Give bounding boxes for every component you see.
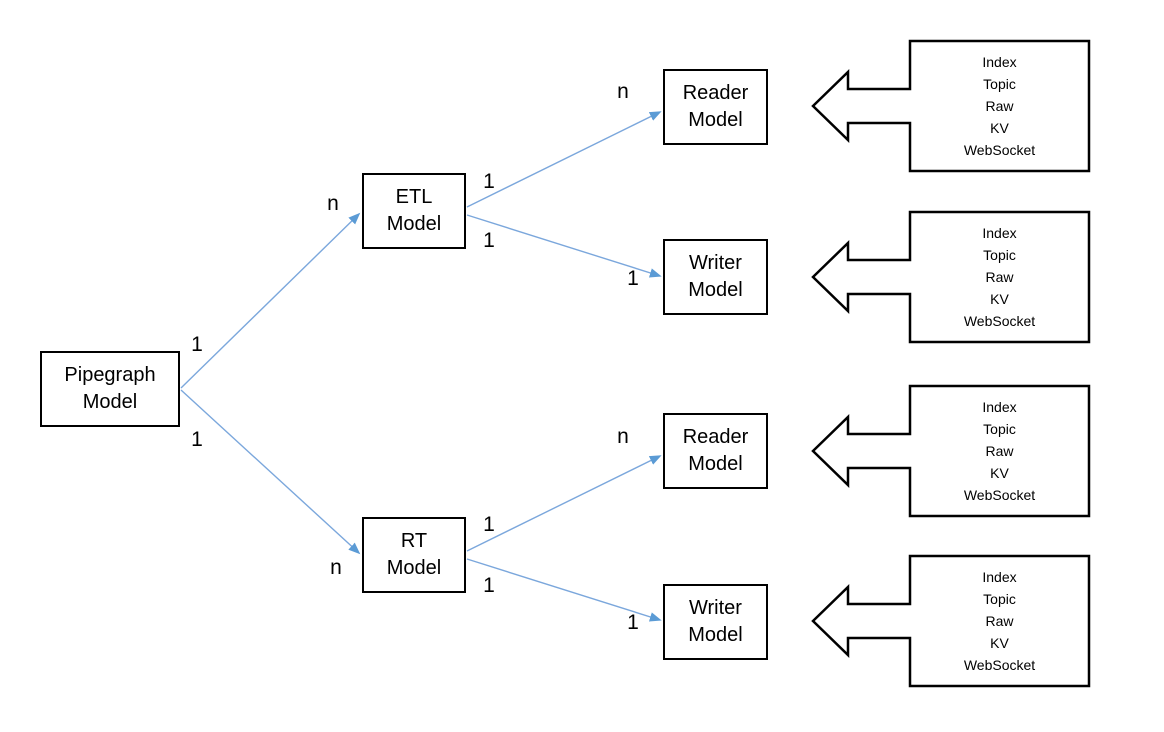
connector-rt-to-reader: [466, 455, 662, 552]
storage-item: Raw: [985, 613, 1014, 629]
storage-item: Topic: [983, 591, 1016, 607]
storage-item: WebSocket: [963, 142, 1036, 158]
storage-item: KV: [990, 291, 1009, 307]
storage-list-rt-writer: Index Topic Raw KV WebSocket: [910, 556, 1089, 686]
node-pipegraph-model: Pipegraph Model: [40, 351, 180, 427]
storage-item: WebSocket: [963, 657, 1036, 673]
storage-item: Index: [982, 54, 1017, 70]
storage-item: Topic: [983, 76, 1016, 92]
storage-list-rt-reader: Index Topic Raw KV WebSocket: [910, 386, 1089, 516]
storage-item: Raw: [985, 98, 1014, 114]
edge-label-rt-writer-target: 1: [627, 611, 639, 634]
storage-callout-arrow-shape: [811, 39, 1091, 173]
edge-label-rt-reader-source: 1: [483, 513, 495, 536]
storage-item: WebSocket: [963, 487, 1036, 503]
connector-etl-to-writer: [466, 214, 662, 278]
edge-label-etl-writer-source: 1: [483, 229, 495, 252]
connector-pipegraph-to-rt: [180, 389, 361, 555]
storage-item: Index: [982, 399, 1017, 415]
storage-callout-arrow-shape: [811, 384, 1091, 518]
storage-list-etl-writer: Index Topic Raw KV WebSocket: [910, 212, 1089, 342]
storage-item: KV: [990, 120, 1009, 136]
edge-label-etl-writer-target: 1: [627, 267, 639, 290]
node-etl-writer-model: Writer Model: [663, 239, 768, 315]
edge-label-etl-reader-source: 1: [483, 170, 495, 193]
edge-label-rt-reader-target: n: [617, 425, 629, 448]
connector-pipegraph-to-etl: [180, 212, 361, 389]
storage-item: Raw: [985, 443, 1014, 459]
connector-etl-to-reader: [466, 111, 662, 208]
storage-callout-arrow-shape: [811, 554, 1091, 688]
storage-list-etl-reader: Index Topic Raw KV WebSocket: [910, 41, 1089, 171]
edge-label-etl-reader-target: n: [617, 80, 629, 103]
connector-rt-to-writer: [466, 558, 662, 622]
storage-item: Index: [982, 225, 1017, 241]
node-rt-writer-model: Writer Model: [663, 584, 768, 660]
edge-label-pipegraph-etl-source: 1: [191, 333, 203, 356]
storage-callout-arrow-shape: [811, 210, 1091, 344]
storage-item: Index: [982, 569, 1017, 585]
storage-item: KV: [990, 635, 1009, 651]
storage-item: Topic: [983, 421, 1016, 437]
edge-label-rt-writer-source: 1: [483, 574, 495, 597]
storage-item: KV: [990, 465, 1009, 481]
node-etl-model: ETL Model: [362, 173, 466, 249]
edge-label-pipegraph-rt-source: 1: [191, 428, 203, 451]
node-etl-reader-model: Reader Model: [663, 69, 768, 145]
storage-item: WebSocket: [963, 313, 1036, 329]
storage-item: Raw: [985, 269, 1014, 285]
storage-item: Topic: [983, 247, 1016, 263]
node-rt-reader-model: Reader Model: [663, 413, 768, 489]
edge-label-pipegraph-rt-target: n: [330, 556, 342, 579]
edge-label-pipegraph-etl-target: n: [327, 192, 339, 215]
node-rt-model: RT Model: [362, 517, 466, 593]
